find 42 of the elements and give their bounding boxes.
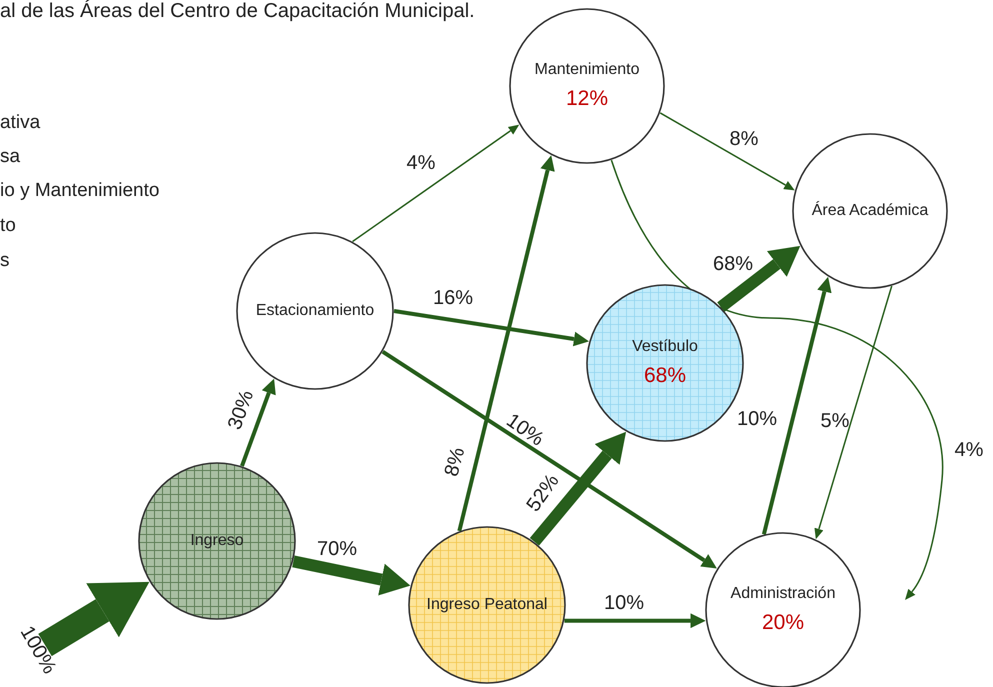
area-name: Estacionamiento [256, 301, 374, 322]
flow-arrow [292, 555, 410, 596]
flow-arrow [352, 124, 520, 242]
edge-label: 16% [432, 288, 474, 308]
edge-label: 10% [604, 593, 644, 613]
percentage-value: 68% [644, 362, 686, 389]
flow-arrow [530, 432, 626, 546]
legend-text-fragment: sa [0, 146, 20, 168]
percentage-value: 12% [566, 86, 608, 112]
legend-text-fragment: to [0, 215, 16, 237]
area-name: Ingreso Peatonal [426, 595, 548, 616]
edge-label: 8% [442, 445, 468, 479]
area-name: Área Académica [812, 200, 928, 222]
flow-arrow [457, 155, 555, 532]
edge-label: 8% [730, 129, 758, 149]
flow-arrow [660, 112, 795, 190]
flow-arrow [814, 286, 892, 540]
diagram-title: al de las Áreas del Centro de Capacitación Municipal. [0, 0, 475, 23]
flow-arrow [394, 309, 590, 346]
edge-label: 10% [736, 409, 778, 429]
flow-arrow [610, 160, 944, 600]
flow-arrow [240, 378, 276, 467]
flow-arrow [762, 276, 832, 535]
edge-label: 4% [954, 440, 984, 460]
edge-label: 10% [502, 410, 548, 450]
flow-arrow [717, 246, 800, 312]
edge-label: 4% [406, 153, 436, 173]
edge-label: 68% [712, 254, 754, 274]
area-name: Administración [730, 584, 836, 604]
flow-arrow [382, 350, 717, 569]
area-name: Ingreso [190, 531, 244, 552]
edge-label: 70% [316, 539, 358, 559]
flow-arrow [38, 582, 150, 656]
edge-label: 30% [224, 388, 258, 432]
legend-text-fragment: io y Mantenimiento [0, 180, 160, 202]
flow-arrow [564, 613, 706, 628]
percentage-value: 20% [762, 610, 804, 636]
area-name: Mantenimiento [534, 60, 640, 80]
legend-text-fragment: s [0, 250, 10, 272]
legend-text-fragment: ativa [0, 112, 40, 134]
edge-label: 5% [820, 411, 850, 431]
area-name: Vestíbulo [632, 337, 698, 358]
